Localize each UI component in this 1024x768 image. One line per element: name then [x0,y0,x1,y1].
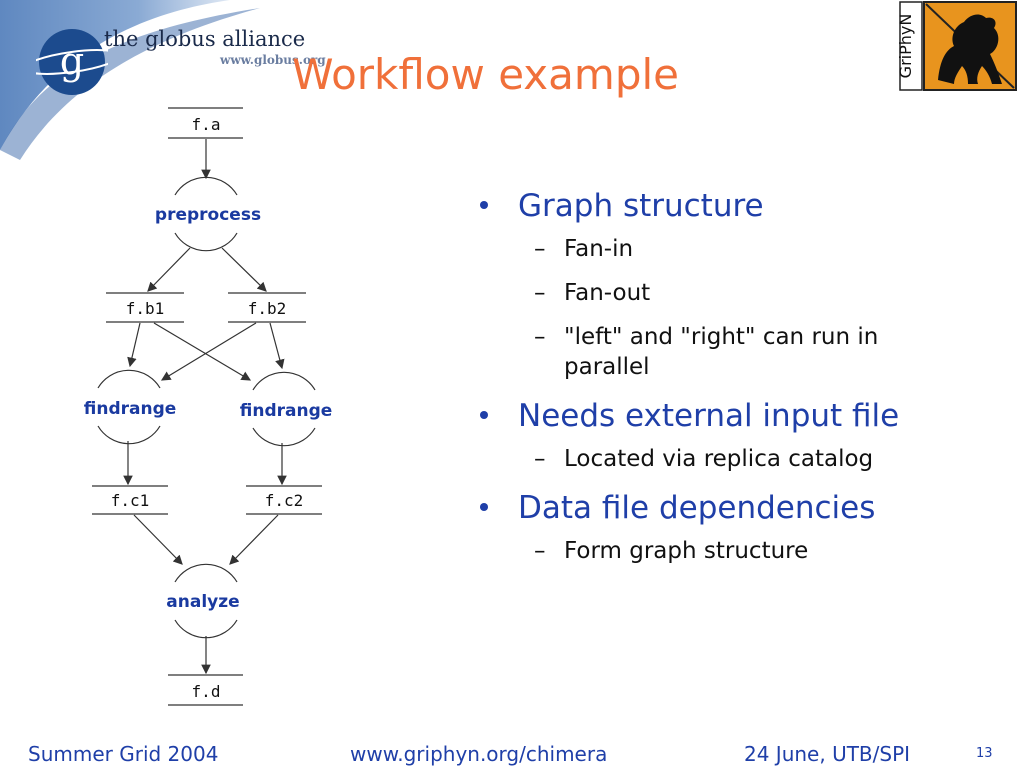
file-label-fb2: f.b2 [248,299,287,318]
process-node-findrange-right [252,371,316,447]
file-node-fa [168,107,243,139]
slide-title: Workflow example [292,50,679,99]
file-label-fc1: f.c1 [111,491,150,510]
file-label-fa: f.a [192,115,221,134]
edge-arrows [123,139,287,675]
bullet-list: Graph structure –Fan-in –Fan-out –"left"… [480,186,1000,580]
bullet-data-dependencies: Data file dependencies [480,488,1000,528]
file-node-fc2 [246,485,322,515]
bullet-external-input: Needs external input file [480,396,1000,436]
process-node-findrange-left [97,369,161,445]
process-label-analyze: analyze [166,592,239,612]
globus-g-icon: g [36,29,108,95]
sub-bullet: –"left" and "right" can run in parallel [534,324,879,380]
file-node-fb2 [228,292,306,323]
process-label-preprocess: preprocess [155,205,261,225]
page-number: 13 [976,746,993,761]
process-label-findrange-right: findrange [240,401,333,421]
sub-bullet: –Located via replica catalog [534,446,874,472]
file-node-fb1 [106,292,184,323]
file-node-fd [168,674,243,706]
file-label-fb1: f.b1 [126,299,165,318]
griphyn-logo-text: GriPhyN [898,14,915,79]
sub-bullet: –Fan-out [534,280,651,306]
process-label-findrange-left: findrange [84,399,177,419]
file-label-fd: f.d [192,682,221,701]
file-node-fc1 [92,485,168,515]
globus-logo-url: www.globus.org [220,53,326,67]
globus-g-glyph: g [60,39,84,83]
sub-bullet: –Fan-in [534,236,634,262]
bullet-graph-structure: Graph structure [480,186,1000,226]
footer-right: 24 June, UTB/SPI [744,742,911,766]
bullet-dot-icon [480,201,488,209]
bullet-dot-icon [480,503,488,511]
sub-bullet: –Form graph structure [534,538,809,564]
bullet-dot-icon [480,411,488,419]
workflow-diagram: f.a f.b1 f.b2 f.c1 f.c2 f.d preprocess f… [84,107,333,706]
footer-center: www.griphyn.org/chimera [350,742,608,766]
globus-logo-text: the globus alliance [104,27,306,51]
file-label-fc2: f.c2 [265,491,304,510]
footer-left: Summer Grid 2004 [28,742,219,766]
griphyn-logo: GriPhyN [896,0,1018,94]
